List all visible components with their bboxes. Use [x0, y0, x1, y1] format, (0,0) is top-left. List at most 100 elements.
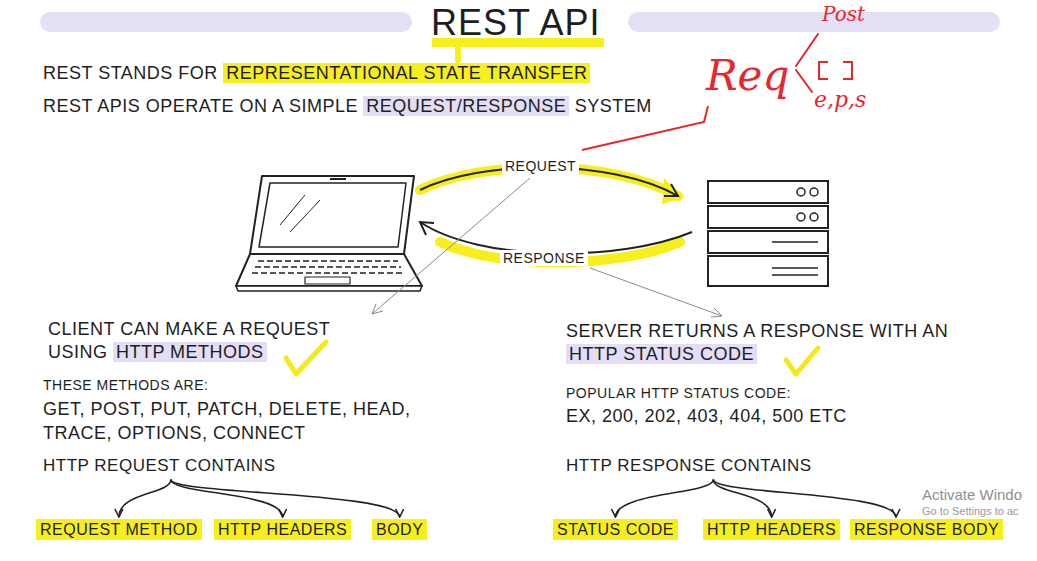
server-slot	[772, 241, 818, 243]
highlighted-phrase: REPRESENTATIONAL STATE TRANSFER	[223, 63, 590, 83]
annotation-line	[796, 70, 812, 92]
laptop-base	[236, 254, 422, 286]
laptop-display	[259, 183, 406, 247]
server-light	[797, 188, 805, 196]
highlighted-box: STATUS CODE	[553, 519, 678, 540]
keyboard-row	[258, 260, 398, 262]
watermark-text: Go to Settings to ac	[922, 505, 1019, 517]
highlighted-phrase: HTTP STATUS CODE	[566, 344, 757, 364]
text-line: USINGHTTP METHODS	[48, 341, 267, 364]
page-title: REST API	[431, 0, 600, 45]
text-line: Req	[706, 50, 789, 103]
highlighted-box: BODY	[372, 519, 427, 540]
text-line: Go to Settings to ac	[922, 505, 1019, 519]
handwritten-note: Req	[706, 51, 789, 100]
description-text: SYSTEM	[575, 96, 652, 116]
check-mark	[786, 348, 818, 374]
bracket-symbol	[819, 62, 852, 79]
laptop-camera	[330, 178, 346, 180]
keyboard-row	[252, 272, 404, 274]
branch-arrow	[615, 479, 713, 517]
highlighted-phrase: HTTP METHODS	[113, 342, 267, 362]
node-text: BODY	[376, 521, 423, 538]
laptop-edge	[236, 286, 422, 291]
arrowhead	[664, 184, 678, 196]
node-text: HTTP RESPONSE CONTAINS	[566, 456, 812, 475]
text-line: THESE METHODS ARE:	[43, 377, 208, 395]
subheading-text: POPULAR HTTP STATUS CODE:	[566, 385, 791, 401]
description-text: SERVER RETURNS A RESPONSE WITH AN	[566, 321, 948, 341]
laptop-icon	[236, 176, 422, 291]
header-bar	[40, 12, 412, 32]
branch-arrow	[713, 479, 896, 517]
branch-arrow	[119, 479, 171, 517]
heading-node: HTTP REQUEST CONTAINS	[43, 456, 275, 476]
description-text: USING	[48, 342, 108, 362]
text-line: REST APIS OPERATE ON A SIMPLEREQUEST/RES…	[43, 95, 652, 118]
subheading-text: THESE METHODS ARE:	[43, 377, 208, 393]
server-light	[810, 213, 818, 221]
node-text: HTTP HEADERS	[218, 521, 347, 538]
screen-glare	[290, 200, 320, 232]
node-text: HTTP REQUEST CONTAINS	[43, 456, 275, 475]
highlight-stroke	[455, 44, 461, 60]
highlighted-box: HTTP HEADERS	[214, 519, 351, 540]
method-list: GET, POST, PUT, PATCH, DELETE, HEAD, TRA…	[43, 399, 410, 443]
server-unit	[708, 181, 828, 203]
annotation-line	[796, 34, 818, 66]
text-line: SERVER RETURNS A RESPONSE WITH AN	[566, 320, 948, 343]
heading-node: HTTP RESPONSE CONTAINS	[566, 456, 812, 476]
handwritten-note: e,p,s	[814, 87, 866, 112]
server-unit	[708, 256, 828, 286]
highlight-stroke	[662, 178, 684, 204]
server-light	[810, 188, 818, 196]
keyboard-row	[255, 266, 401, 268]
text-line: CLIENT CAN MAKE A REQUEST	[48, 318, 330, 341]
node-text: REQUEST METHOD	[40, 521, 198, 538]
text-line: Post	[822, 2, 865, 27]
status-code-list: EX, 200, 202, 403, 404, 500 ETC	[566, 406, 847, 426]
text-line: RESPONSE	[500, 250, 588, 268]
watermark-text: Activate Windo	[922, 486, 1022, 503]
text-line: e,p,s	[814, 86, 866, 114]
node-text: HTTP HEADERS	[707, 521, 836, 538]
server-light	[797, 213, 805, 221]
highlighted-box: HTTP HEADERS	[703, 519, 840, 540]
text-line: REST STANDS FORREPRESENTATIONAL STATE TR…	[43, 62, 590, 85]
description-text: REST APIS OPERATE ON A SIMPLE	[43, 96, 358, 116]
leader-line	[372, 178, 530, 314]
highlighted-phrase: REQUEST/RESPONSE	[363, 96, 569, 116]
check-mark	[286, 342, 326, 374]
text-line: REQUEST	[502, 158, 579, 176]
text-line: POPULAR HTTP STATUS CODE:	[566, 385, 791, 403]
handwritten-note: Post	[822, 2, 865, 26]
highlighted-box: REQUEST METHOD	[36, 519, 202, 540]
server-slot	[772, 274, 818, 276]
text-line: Activate Windo	[922, 486, 1022, 505]
definition-text: REST STANDS FOR	[43, 63, 218, 83]
arrowhead	[372, 304, 383, 314]
arrow-label: REQUEST	[502, 158, 579, 174]
description-text: CLIENT CAN MAKE A REQUEST	[48, 319, 330, 339]
server-unit	[708, 231, 828, 253]
node-text: RESPONSE BODY	[854, 521, 999, 538]
arrowhead	[711, 308, 722, 317]
server-slot	[772, 267, 818, 269]
trackpad	[305, 277, 350, 284]
text-line: HTTP STATUS CODE	[566, 343, 757, 366]
branch-arrow	[171, 479, 400, 517]
laptop-screen	[250, 176, 414, 254]
leader-line	[590, 268, 722, 316]
arrow-label: RESPONSE	[500, 250, 588, 266]
highlighted-box: RESPONSE BODY	[850, 519, 1003, 540]
server-icon	[708, 181, 828, 286]
header-bar	[628, 12, 1000, 32]
text-line: EX, 200, 202, 403, 404, 500 ETC	[566, 405, 847, 428]
node-text: STATUS CODE	[557, 521, 674, 538]
text-line: GET, POST, PUT, PATCH, DELETE, HEAD, TRA…	[43, 397, 463, 445]
server-unit	[708, 206, 828, 228]
arrowhead	[420, 222, 434, 235]
